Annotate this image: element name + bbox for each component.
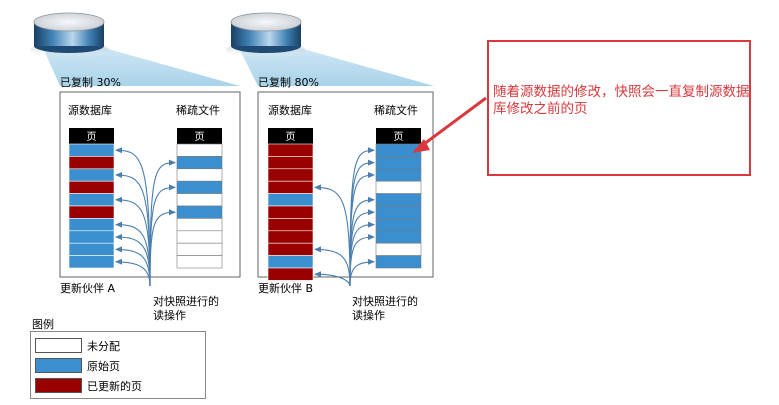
sparse-page-b-empty	[375, 180, 422, 194]
source-page-a-original	[68, 143, 115, 157]
source-page-b-updated	[267, 205, 314, 219]
legend-swatch-unallocated	[35, 338, 82, 353]
sparse-page-b-original	[375, 205, 422, 219]
sparse-page-b-original	[375, 230, 422, 244]
source-page-b-updated	[267, 156, 314, 170]
sparse-page-header-text-b: 页	[394, 131, 404, 143]
read-arrow-b	[314, 246, 351, 287]
source-page-b-updated	[267, 168, 314, 182]
sparse-page-b-original	[375, 255, 422, 269]
callout-text: 随着源数据的修改，快照会一直复制源数据库修改之前的页	[493, 84, 750, 117]
sparse-page-b-original	[375, 156, 422, 170]
read-arrow-a	[115, 258, 151, 287]
source-page-header-b	[268, 128, 313, 144]
partner-label-b: 更新伙伴 B	[258, 282, 314, 295]
legend-label-updated: 已更新的页	[87, 380, 142, 393]
source-page-header-text-a: 页	[87, 131, 97, 143]
source-page-a-original	[68, 242, 115, 256]
sparse-title-a: 稀疏文件	[176, 104, 220, 117]
source-page-a-updated	[68, 205, 115, 219]
source-page-header-a	[69, 128, 114, 144]
sparse-page-header-b	[376, 128, 421, 144]
legend-label-original: 原始页	[87, 360, 120, 373]
legend-title: 图例	[32, 318, 54, 331]
legend-item-unallocated: 未分配	[35, 338, 215, 355]
source-page-b-updated	[267, 180, 314, 194]
legend-swatch-original	[35, 358, 82, 373]
sparse-page-a-original	[176, 180, 223, 194]
sparse-page-a-empty	[176, 255, 223, 269]
read-label-b-line1: 对快照进行的	[352, 295, 418, 308]
copied-label-a: 已复制 30%	[60, 76, 121, 89]
source-page-a-original	[68, 255, 115, 269]
source-page-a-original	[68, 218, 115, 232]
read-arrow-b	[314, 184, 351, 287]
source-page-a-original	[68, 168, 115, 182]
sparse-page-b-original	[375, 168, 422, 182]
projection-beam-a	[44, 48, 240, 86]
copied-label-b: 已复制 80%	[258, 76, 319, 89]
callout-arrowhead	[412, 139, 430, 153]
legend-item-updated: 已更新的页	[35, 378, 215, 395]
legend-box: 未分配 原始页 已更新的页	[30, 331, 206, 399]
read-arrow-b	[349, 234, 375, 287]
read-label-a-line2: 读操作	[153, 309, 186, 322]
source-page-a-original	[68, 193, 115, 207]
sparse-page-a-original	[176, 156, 223, 170]
source-page-a-updated	[68, 180, 115, 194]
sparse-page-header-a	[177, 128, 222, 144]
sparse-title-b: 稀疏文件	[374, 104, 418, 117]
read-label-b-line2: 读操作	[352, 309, 385, 322]
projection-beam-b	[240, 48, 434, 86]
sparse-page-a-empty	[176, 168, 223, 182]
source-page-header-text-b: 页	[286, 131, 296, 143]
database-icon-a	[30, 12, 110, 58]
sparse-page-b-original	[375, 218, 422, 232]
read-label-a-line1: 对快照进行的	[153, 295, 219, 308]
source-page-b-original	[267, 193, 314, 207]
legend-label-unallocated: 未分配	[87, 340, 120, 353]
callout-box: 随着源数据的修改，快照会一直复制源数据库修改之前的页	[487, 40, 751, 176]
source-page-b-updated	[267, 242, 314, 256]
sparse-page-a-original	[176, 205, 223, 219]
source-page-b-original	[267, 255, 314, 269]
read-arrow-b	[314, 271, 351, 287]
callout-arrow	[419, 96, 487, 149]
source-page-a-updated	[68, 156, 115, 170]
source-page-b-updated	[267, 218, 314, 232]
source-page-b-updated	[267, 230, 314, 244]
sparse-page-a-empty	[176, 242, 223, 256]
sparse-page-header-text-a: 页	[195, 131, 205, 143]
database-icon-b	[226, 12, 306, 58]
sparse-page-a-empty	[176, 143, 223, 157]
sparse-page-b-original	[375, 193, 422, 207]
read-arrow-b	[349, 258, 375, 287]
sparse-page-a-empty	[176, 230, 223, 244]
source-page-a-original	[68, 230, 115, 244]
sparse-page-a-empty	[176, 218, 223, 232]
sparse-page-b-empty	[375, 242, 422, 256]
legend-item-original: 原始页	[35, 358, 215, 375]
source-page-b-updated	[267, 267, 314, 281]
source-title-a: 源数据库	[68, 104, 112, 117]
partner-label-a: 更新伙伴 A	[60, 282, 116, 295]
sparse-page-b-original	[375, 143, 422, 157]
source-title-b: 源数据库	[268, 104, 312, 117]
sparse-page-a-empty	[176, 193, 223, 207]
read-arrow-a	[149, 209, 176, 287]
legend-swatch-updated	[35, 378, 82, 393]
source-page-b-updated	[267, 143, 314, 157]
